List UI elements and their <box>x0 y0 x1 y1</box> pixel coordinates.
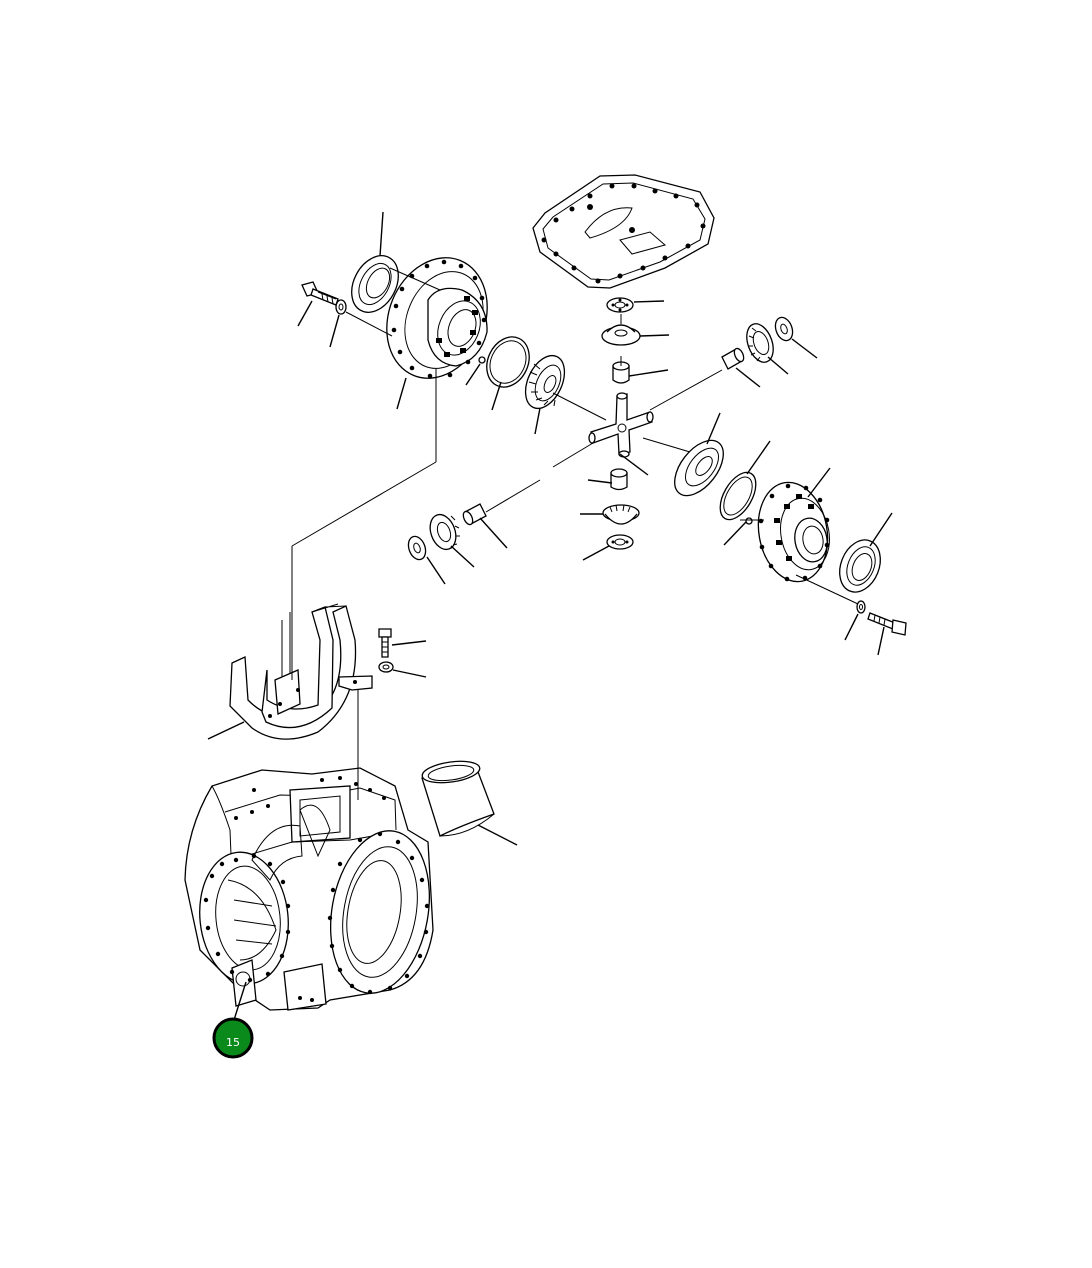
axle-housing[interactable] <box>184 767 442 1011</box>
washer-upper-left[interactable] <box>335 299 347 315</box>
thrust-washer-right[interactable] <box>772 315 795 343</box>
bearing-cage-flange-right[interactable] <box>751 477 835 587</box>
bevel-gear-right[interactable] <box>742 320 778 366</box>
oil-seal-right[interactable] <box>832 534 887 598</box>
small-pin-right[interactable] <box>745 517 753 525</box>
pinion-gear-bottom[interactable] <box>602 504 640 525</box>
washer-right[interactable] <box>856 600 866 614</box>
leader-lines <box>207 211 893 1021</box>
bolt-upper-left[interactable] <box>301 281 339 306</box>
shim-left[interactable] <box>479 330 537 394</box>
callout-marker-15[interactable]: 15 <box>212 1017 254 1059</box>
washer-baffle[interactable] <box>378 661 394 673</box>
bushing-bottom[interactable] <box>610 468 628 491</box>
baffle-guard[interactable] <box>229 603 373 740</box>
thrust-washer-top[interactable] <box>606 297 634 313</box>
small-pin-left[interactable] <box>478 356 486 364</box>
cover-plate[interactable] <box>532 174 715 289</box>
shim-right[interactable] <box>713 466 763 525</box>
thrust-washer-left[interactable] <box>405 534 428 562</box>
callout-label: 15 <box>226 1036 240 1049</box>
bearing-cage-flange-left[interactable] <box>369 243 504 394</box>
oil-seal-upper[interactable] <box>342 248 407 321</box>
thrust-washer-bottom[interactable] <box>606 534 634 550</box>
ring-gear-right[interactable] <box>665 432 733 505</box>
sleeve-liner[interactable] <box>421 758 495 837</box>
bushing-left-lower[interactable] <box>461 503 487 526</box>
bolt-right[interactable] <box>867 612 907 636</box>
bolt-baffle[interactable] <box>378 628 392 658</box>
bevel-gear-left[interactable] <box>518 349 572 414</box>
bushing-right[interactable] <box>721 347 746 370</box>
pinion-gear-top[interactable] <box>601 324 641 346</box>
spider-cross[interactable] <box>588 392 654 458</box>
bevel-gear-left-lower[interactable] <box>426 511 461 553</box>
